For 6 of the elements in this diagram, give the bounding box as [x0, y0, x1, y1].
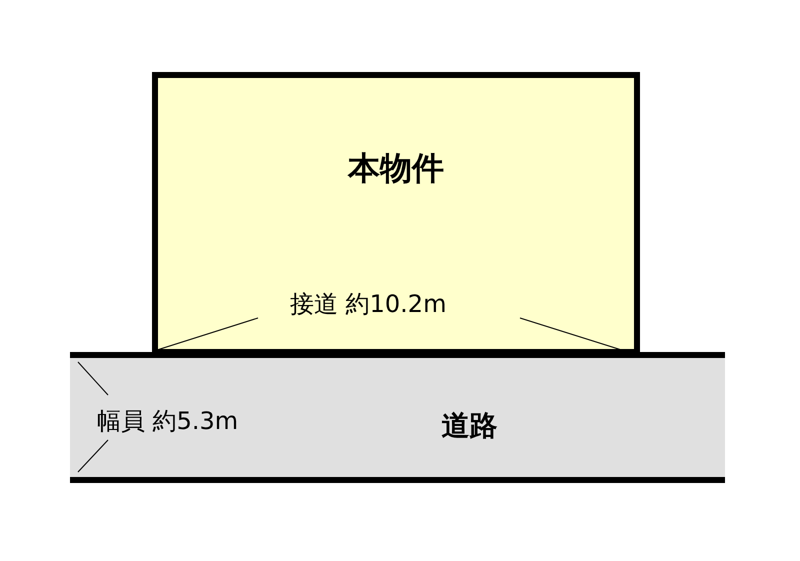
dimension-label: 接道 約10.2m [290, 289, 446, 320]
road-band [70, 352, 725, 483]
road-label: 道路 [442, 408, 498, 444]
lot-label: 本物件 [348, 148, 444, 188]
dimension-label: 幅員 約5.3m [97, 406, 238, 437]
property-lot [152, 72, 640, 355]
